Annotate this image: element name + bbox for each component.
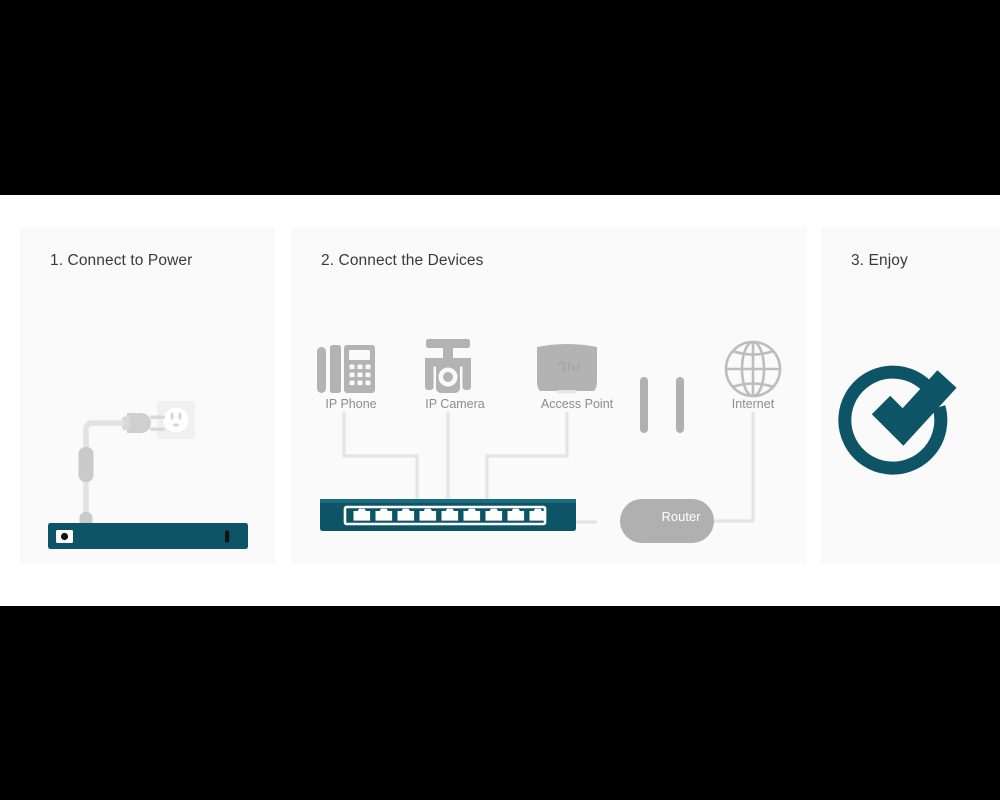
link-internet-to-router (714, 412, 755, 523)
ip-camera-icon (425, 339, 471, 393)
ip-phone-icon (317, 345, 375, 393)
power-adapter-brick (78, 447, 94, 482)
step-card-enjoy: 3. Enjoy (821, 227, 1000, 563)
power-connection-illustration (48, 401, 248, 549)
device-label-router: Router (661, 509, 701, 524)
router-icon (620, 377, 714, 543)
device-label-internet: Internet (731, 397, 775, 411)
switch-ports (353, 508, 547, 521)
letterbox-bottom-bar (0, 606, 1000, 800)
step-card-connect-the-devices: 2. Connect the Devices (291, 227, 807, 563)
access-point-icon (537, 344, 597, 394)
link-ip-phone-to-switch (342, 412, 419, 521)
step-title-enjoy: 3. Enjoy (851, 252, 908, 269)
device-label-access-point: Access Point (540, 397, 614, 411)
check-circle-icon (838, 365, 957, 475)
letterbox-top-bar (0, 0, 1000, 195)
tp-link-logo (558, 361, 580, 371)
step-card-connect-to-power: 1. Connect to Power (20, 227, 275, 563)
device-label-ip-camera: IP Camera (425, 397, 485, 411)
device-label-ip-phone: IP Phone (325, 397, 377, 411)
network-switch-front-panel (48, 523, 248, 549)
step-title-devices: 2. Connect the Devices (321, 252, 484, 269)
diagram-content-area: 1. Connect to Power (0, 195, 1000, 606)
devices-topology-illustration (317, 339, 782, 543)
power-plug-icon (122, 413, 165, 433)
network-switch-front-panel (320, 499, 576, 531)
link-access-point-to-switch (485, 412, 569, 521)
step-title-power: 1. Connect to Power (50, 252, 193, 269)
wall-outlet-icon (157, 401, 195, 439)
internet-globe-icon (724, 340, 782, 398)
